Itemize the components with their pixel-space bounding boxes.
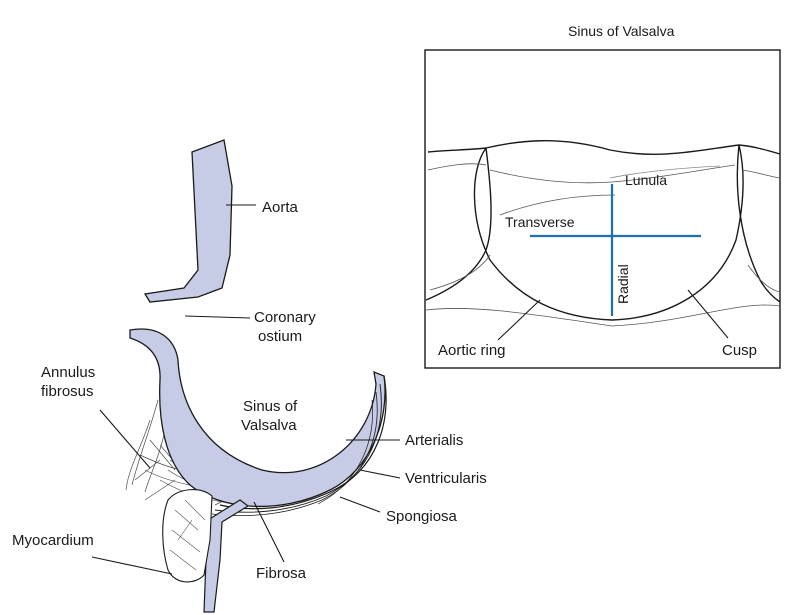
cusp-label: Cusp: [722, 342, 757, 359]
lunula-label: Lunula: [625, 172, 667, 188]
ventricularis-leader: [360, 470, 400, 478]
annulus-fibrosus-label-line1: Annulus: [41, 364, 95, 381]
arterialis-label: Arterialis: [405, 432, 463, 449]
myocardium-label: Myocardium: [12, 532, 94, 549]
myocardium-leader: [92, 557, 172, 574]
transverse-label: Transverse: [505, 214, 575, 230]
annulus-fibrosus-label-line2: fibrosus: [41, 383, 94, 400]
spongiosa-label: Spongiosa: [386, 508, 458, 525]
cusp-inset-panel: Sinus of Valsalva Lunula Transv: [425, 23, 780, 368]
aorta-label: Aorta: [262, 199, 299, 216]
coronary-ostium-leader: [185, 316, 250, 318]
coronary-ostium-label-line1: Coronary: [254, 309, 316, 326]
ventricularis-label: Ventricularis: [405, 470, 487, 487]
coronary-ostium-label-line2: ostium: [258, 328, 302, 345]
sinus-of-valsalva-label-line1: Sinus of: [243, 398, 298, 415]
fibrosa-label: Fibrosa: [256, 565, 307, 582]
spongiosa-leader: [340, 497, 380, 512]
sinus-of-valsalva-label-line2: Valsalva: [241, 417, 297, 434]
aortic-wall-upper: [145, 140, 232, 302]
inset-title: Sinus of Valsalva: [568, 23, 675, 39]
inset-frame: [425, 50, 780, 368]
valve-cross-section: Aorta Coronary ostium Annulus fibrosus S…: [12, 140, 487, 612]
myocardium-tissue: [163, 490, 212, 582]
radial-label: Radial: [615, 264, 631, 304]
aortic-ring-label: Aortic ring: [438, 342, 506, 359]
annulus-leader: [100, 410, 150, 468]
